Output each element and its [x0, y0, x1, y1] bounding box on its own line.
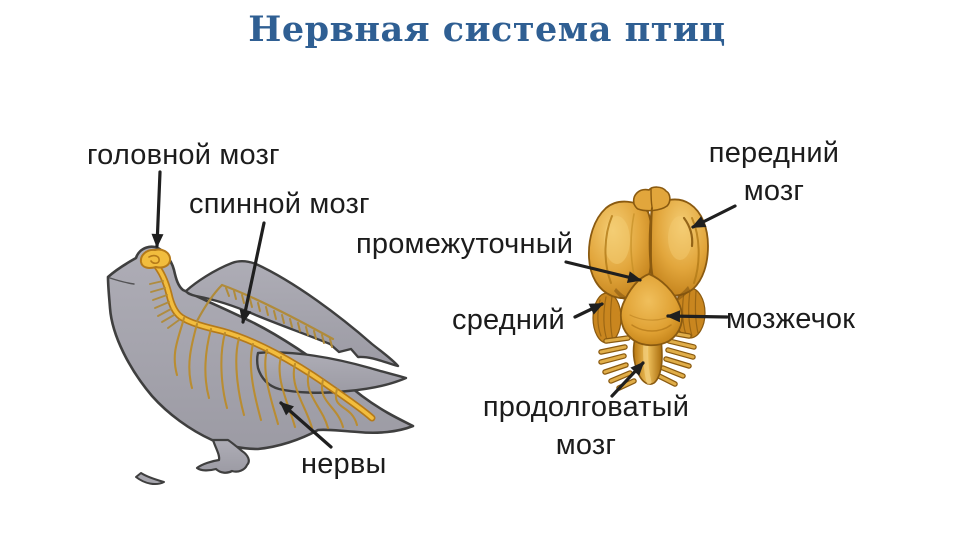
arrow-midbrain: [573, 302, 604, 319]
bird-beak-line: [109, 277, 135, 285]
cerebellum-shape: [619, 273, 683, 347]
page-title: Нервная система птиц: [248, 9, 726, 50]
arrow-cerebellum: [666, 310, 729, 323]
arrow-forebrain: [691, 204, 737, 229]
label-medulla-oblongata: продолговатый мозг: [482, 391, 690, 461]
arrow-nerves: [279, 401, 333, 449]
brain-figure: [588, 186, 709, 391]
arrow-diencephalon: [564, 260, 642, 283]
pointer-arrows: [151, 170, 737, 449]
label-spinal-cord: спинной мозг: [189, 188, 370, 220]
label-nerves: нервы: [301, 448, 387, 480]
wing-nerve: [195, 283, 335, 348]
bird-brain-curl: [148, 254, 160, 265]
neck-nerves: [149, 280, 180, 329]
label-midbrain: средний: [452, 304, 565, 336]
label-cerebellum: мозжечок: [726, 303, 856, 335]
bird-figure: [106, 245, 415, 486]
arrow-brain: [151, 170, 164, 248]
bird-cns: [139, 248, 376, 430]
brain-midline: [648, 207, 653, 281]
bird-wing-near: [184, 260, 400, 368]
label-forebrain: передний мозг: [708, 137, 840, 207]
label-diencephalon: промежуточный: [356, 228, 574, 260]
spinal-cord-core: [153, 262, 374, 420]
label-brain: головной мозг: [87, 139, 280, 171]
arrow-medulla: [610, 361, 645, 398]
arrow-spinal-cord: [239, 221, 266, 324]
olfactory-lobes: [632, 186, 671, 212]
nerve-branches: [173, 316, 359, 430]
optic-lobe-left: [592, 292, 622, 344]
bird-foot-back: [135, 472, 165, 486]
bird-brain-blob: [139, 248, 172, 269]
bird-foot: [195, 438, 250, 474]
